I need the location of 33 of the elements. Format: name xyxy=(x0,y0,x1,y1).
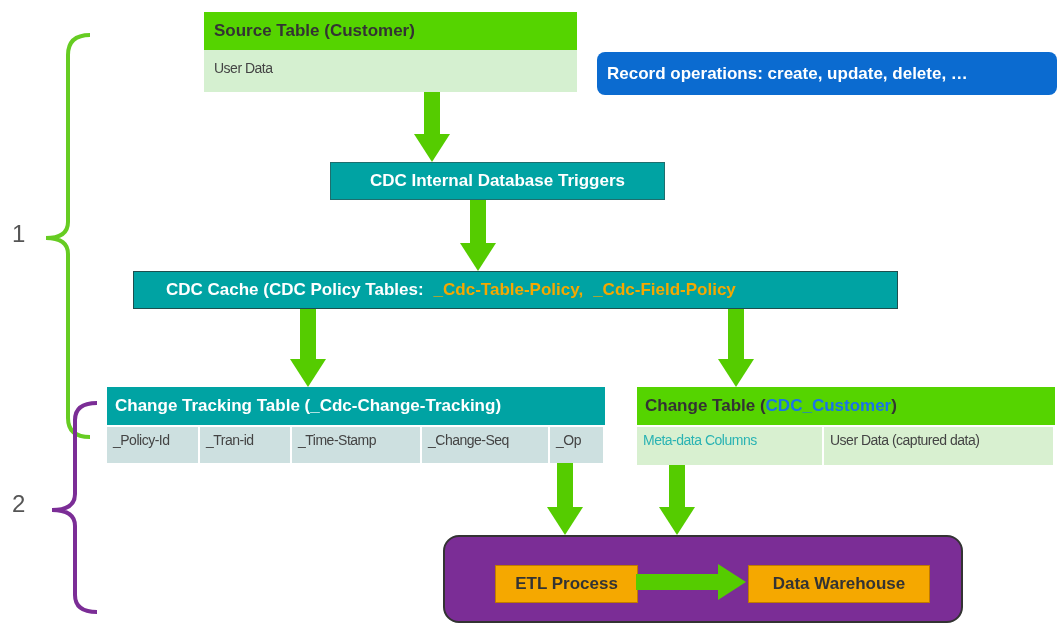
table-cell: _Tran-id xyxy=(200,427,290,463)
note-text: Record operations: create, update, delete, … xyxy=(606,63,969,84)
bracket-number: 2 xyxy=(12,490,26,518)
box-label: ETL Process xyxy=(515,574,618,594)
process-box xyxy=(330,162,665,200)
table-cell: _Policy-Id xyxy=(107,427,198,463)
table-cell: _Time-Stamp xyxy=(292,427,420,463)
table-title: Change Table (CDC_Customer) xyxy=(645,396,897,416)
arrow xyxy=(547,463,583,535)
box-label: CDC Cache (CDC Policy Tables: xyxy=(166,280,424,300)
table-cell: _Op xyxy=(550,427,603,463)
arrow xyxy=(414,92,450,162)
note-box xyxy=(597,52,1057,95)
arrow xyxy=(290,309,326,387)
table-cell: User Data (captured data) xyxy=(824,427,1053,465)
arrow xyxy=(659,465,695,535)
arrow xyxy=(718,309,754,387)
box-label: Data Warehouse xyxy=(772,574,906,594)
process-box xyxy=(495,565,638,603)
table-header: Source Table (Customer) xyxy=(204,12,577,50)
table-row-cell: User Data xyxy=(204,50,577,92)
box-label: CDC Internal Database Triggers xyxy=(369,171,626,191)
table-cell: _Change-Seq xyxy=(422,427,548,463)
process-box xyxy=(748,565,930,603)
arrow xyxy=(636,564,746,600)
group-box xyxy=(443,535,963,623)
process-box xyxy=(133,271,898,309)
bracket-number: 1 xyxy=(12,220,26,248)
table-name: _Cdc-Field-Policy xyxy=(593,280,736,300)
table-header: Change Tracking Table (_Cdc-Change-Tracking) xyxy=(107,387,605,425)
table-cell: Meta-data Columns xyxy=(637,427,822,465)
arrow xyxy=(460,200,496,271)
table-name: _Cdc-Table-Policy, xyxy=(433,280,584,300)
